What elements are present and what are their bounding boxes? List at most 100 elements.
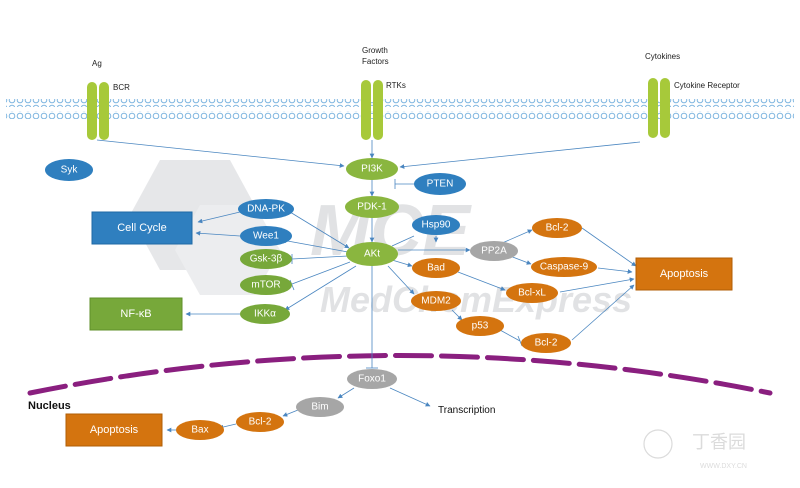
edge-cytokine-pi3k [399, 141, 641, 169]
node-pdk1: PDK-1 [345, 196, 399, 218]
edge-caspase9-apoptosis [597, 267, 633, 274]
edge-bcl2-apoptosis [581, 227, 637, 267]
bad-shape [412, 258, 460, 278]
bax-shape [176, 420, 224, 440]
edge-akt-wee1 [281, 238, 349, 253]
rtk-ligand-line2: Factors [362, 57, 389, 66]
box-apoptosis-right: Apoptosis [635, 257, 733, 291]
edge-bcl2low-apoptosis [571, 284, 635, 341]
node-bim: Bim [296, 397, 344, 417]
corner-watermark-url: WWW.DXY.CN [700, 463, 747, 470]
pten-label: PTEN [427, 179, 454, 190]
node-pten: PTEN [414, 173, 466, 195]
node-gsk3b: Gsk-3β [240, 249, 292, 269]
watermark: MCE MedChemExpress [130, 160, 632, 320]
bclxl-shape [506, 283, 558, 303]
bcl2-low-label: Bcl-2 [535, 338, 558, 349]
mtor-shape [240, 275, 292, 295]
bcr-left-strand [87, 82, 97, 140]
ikka-label: IKKα [254, 309, 276, 320]
dnapk-label: DNA-PK [247, 204, 285, 215]
flower-watermark-icon [643, 429, 673, 459]
bad-label: Bad [427, 263, 445, 274]
gsk3b-label: Gsk-3β [250, 254, 283, 265]
mtor-label: mTOR [251, 280, 280, 291]
box-cell-cycle: Cell Cycle [91, 211, 193, 245]
node-dnapk: DNA-PK [238, 199, 294, 219]
node-bax: Bax [176, 420, 224, 440]
membrane-inner-layer [6, 111, 794, 119]
rtk-name: RTKs [386, 81, 406, 90]
bclxl-label: Bcl-xL [518, 288, 546, 299]
mdm2-label: MDM2 [421, 296, 451, 307]
rtk-left-strand [361, 80, 371, 140]
pp2a-label: PP2A [481, 246, 507, 257]
akt-shape [346, 242, 398, 266]
node-akt: AKt [346, 242, 398, 266]
nfkb-box [89, 297, 183, 331]
mdm2-shape [411, 291, 461, 311]
node-mtor: mTOR [240, 275, 292, 295]
node-bcl2-top: Bcl-2 [532, 218, 582, 238]
nuclear-membrane [27, 353, 773, 396]
pdk1-label: PDK-1 [357, 202, 387, 213]
node-bcl2-low: Bcl-2 [521, 333, 571, 353]
pp2a-shape [470, 241, 518, 261]
bim-shape [296, 397, 344, 417]
edge-bim-bcl2 [282, 409, 299, 417]
box-nfkb: NF-κB [89, 297, 183, 331]
bcl2-top-label: Bcl-2 [546, 223, 569, 234]
node-pi3k: PI3K [346, 158, 398, 180]
edge-foxo1-transcription [389, 387, 431, 407]
ikka-shape [240, 304, 290, 324]
cytokine-right-strand [660, 78, 670, 138]
wee1-label: Wee1 [253, 231, 279, 242]
edge-foxo1-bim [337, 387, 355, 399]
edge-bclxl-apoptosis [559, 277, 635, 293]
pi3k-shape [346, 158, 398, 180]
edge-bad-bclxl [457, 271, 506, 291]
cytokine-receptor-name: Cytokine Receptor [674, 81, 740, 90]
node-bcl2-nuc: Bcl-2 [236, 412, 284, 432]
bcl2-top-shape [532, 218, 582, 238]
bcl2-low-shape [521, 333, 571, 353]
bax-label: Bax [191, 425, 208, 436]
gsk3b-shape [240, 249, 292, 269]
edge-p53-bcl2 [499, 329, 521, 342]
bim-label: Bim [311, 402, 328, 413]
corner-watermark: 丁香园 WWW.DXY.CN [643, 429, 747, 470]
rtk-right-strand [373, 80, 383, 140]
akt-label: AKt [364, 249, 380, 260]
watermark-brand-bottom: MedChemExpress [320, 279, 632, 320]
node-caspase9: Caspase-9 [531, 257, 597, 277]
apoptosis-right-label: Apoptosis [660, 268, 709, 280]
box-apoptosis-left: Apoptosis [65, 413, 163, 447]
edge-wee1-cellcycle [195, 230, 241, 237]
node-ikka: IKKα [240, 304, 290, 324]
node-wee1: Wee1 [240, 226, 292, 246]
nfkb-label: NF-κB [120, 308, 151, 320]
p53-label: p53 [472, 321, 489, 332]
membrane-outer-layer [6, 99, 794, 107]
edge-pp2a-bcl2 [499, 229, 533, 245]
receptor-rtk: Growth Factors RTKs [361, 46, 406, 140]
apoptosis-right-box [635, 257, 733, 291]
node-syk: Syk [45, 159, 93, 181]
edge-akt-mtor [291, 261, 351, 285]
edge-dnapk-akt [289, 211, 350, 249]
caspase9-label: Caspase-9 [540, 262, 589, 273]
edge-akt-mdm2 [387, 265, 415, 295]
pten-shape [414, 173, 466, 195]
cell-cycle-label: Cell Cycle [117, 222, 167, 234]
cytokine-ligand: Cytokines [645, 52, 680, 61]
node-bclxl: Bcl-xL [506, 283, 558, 303]
hsp90-shape [412, 215, 460, 235]
apoptosis-left-box [65, 413, 163, 447]
edge-dnapk-cellcycle [197, 211, 241, 224]
bcr-ligand: Ag [92, 59, 102, 68]
caspase9-shape [531, 257, 597, 277]
edge-akt-ikka [284, 265, 357, 311]
edge-pp2a-caspase9 [509, 255, 532, 265]
bcr-name: BCR [113, 83, 130, 92]
